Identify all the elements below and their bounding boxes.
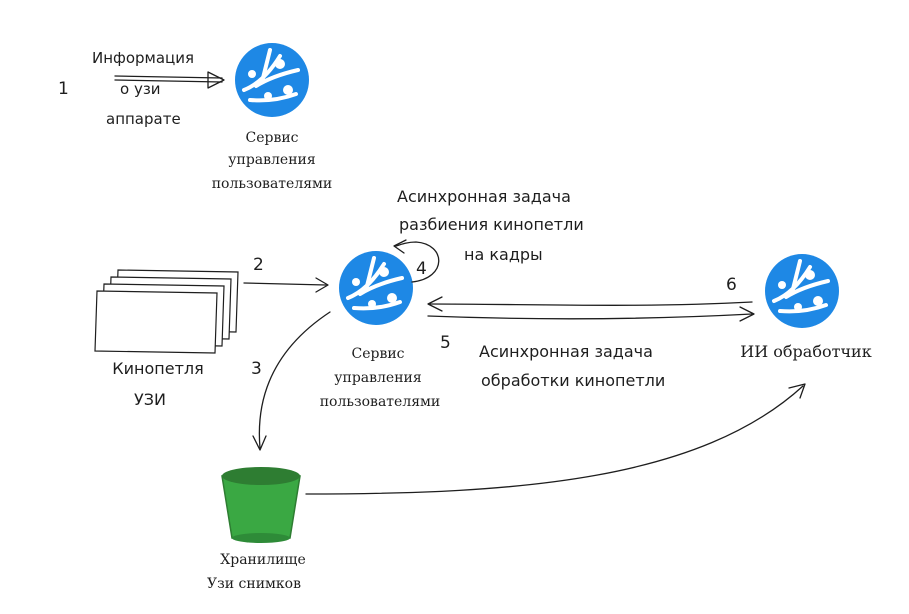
arrow-async-split-loop [393,239,440,283]
storage-label-line-2: Узи снимков [207,576,301,592]
info-label-line-3: аппарате [106,110,181,128]
service-top-label-line-2: управления [228,152,316,168]
service-top-label-line-1: Сервис [245,130,298,146]
step-3-number: 3 [251,359,262,379]
info-label-line-1: Информация [92,49,194,67]
async-process-label-line-2: обработки кинопетли [481,371,665,390]
service-top-label-line-3: пользователями [212,176,333,192]
service-middle-label-line-2: управления [334,370,422,386]
arrow-service-to-storage [252,311,331,451]
async-split-label-line-1: Асинхронная задача [397,187,571,206]
cine-label-line-1: Кинопетля [112,359,203,378]
service-middle-label-line-3: пользователями [320,394,441,410]
arrow-storage-to-ai [305,383,806,495]
step-2-number: 2 [253,255,264,275]
step-6-number: 6 [726,275,737,295]
step-1-number: 1 [58,79,69,99]
document-stack-icon [94,269,239,354]
storage-label-line-1: Хранилище [220,552,305,568]
step-5-number: 5 [440,333,451,353]
ai-processor-label: ИИ обработчик [740,342,871,361]
cine-label-line-2: УЗИ [134,390,166,409]
arrow-info-to-service [114,71,225,89]
async-split-label-line-3: на кадры [464,245,543,264]
storage-bucket-icon [221,467,301,543]
service-top-icon [233,41,311,119]
arrow-ai-to-service [427,296,753,312]
arrow-service-to-ai [427,306,755,322]
info-label-line-2: о узи [120,80,161,98]
ai-processor-icon [763,252,841,330]
async-process-label-line-1: Асинхронная задача [479,342,653,361]
arrow-cine-to-service [243,277,329,293]
async-split-label-line-2: разбиения кинопетли [399,215,584,234]
service-middle-label-line-1: Сервис [351,346,404,362]
service-middle-icon [337,249,415,327]
step-4-number: 4 [416,259,427,279]
